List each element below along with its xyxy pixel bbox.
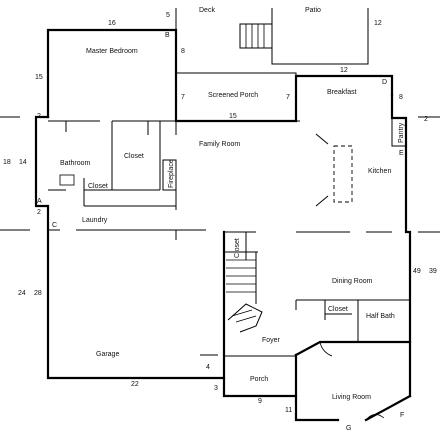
dim-right-inner: 49 [413,268,421,275]
point-a: A [37,198,42,205]
room-porch: Porch [250,376,268,383]
dim-garage-inner: 28 [34,290,42,297]
dim-garage-corner: 3 [214,385,218,392]
room-family-room: Family Room [199,141,240,148]
dim-screened-right: 7 [286,94,290,101]
dimension-ticks [0,116,440,421]
room-labels: Deck Patio Master Bedroom Screened Porch… [60,7,405,401]
dim-master-right: 8 [181,48,185,55]
point-e: E [399,150,404,157]
dim-deck-side: 5 [166,12,170,19]
room-closet-stair: Closet [234,238,241,258]
interior-walls [48,117,410,357]
room-patio: Patio [305,7,321,14]
dim-patio-right: 12 [374,20,382,27]
room-kitchen: Kitchen [368,168,391,175]
main-stairs [224,251,263,333]
dim-garage-bottom: 22 [131,381,139,388]
dimension-labels: 16 5 8 15 12 12 7 7 15 8 2 2 18 14 2 24 … [3,12,437,414]
room-half-bath: Half Bath [366,313,395,320]
point-c: C [52,222,57,229]
dim-patio-bottom: 12 [340,67,348,74]
room-screened-porch: Screened Porch [208,92,258,99]
dim-step-left: 2 [37,113,41,120]
room-breakfast: Breakfast [327,89,357,96]
dim-screened-bottom: 15 [229,113,237,120]
point-f: F [400,412,404,419]
dim-house-left-outer: 18 [3,159,11,166]
room-pantry: Pantry [398,122,405,143]
room-master-bedroom: Master Bedroom [86,48,138,55]
dim-master-top: 16 [108,20,116,27]
room-bathroom: Bathroom [60,160,91,167]
room-living-room: Living Room [332,394,371,401]
room-dining-room: Dining Room [332,278,373,285]
dim-right-outer: 39 [429,268,437,275]
room-deck: Deck [199,7,215,14]
point-b: B [165,32,170,39]
dim-master-left: 15 [35,74,43,81]
deck-stairs [239,23,273,49]
dim-porch-bottom: 9 [258,398,262,405]
dim-screened-left: 7 [181,94,185,101]
room-fireplace: Fireplace [168,159,175,188]
room-garage: Garage [96,351,119,358]
reference-points: A B C D E F G [37,32,404,432]
room-closet-hall: Closet [328,306,348,313]
point-g: G [346,425,351,432]
point-d: D [382,79,387,86]
room-foyer: Foyer [262,337,281,344]
dim-living-left: 11 [285,407,292,414]
room-laundry: Laundry [82,217,108,224]
doors [319,341,385,421]
dim-house-left-inner: 14 [19,159,27,166]
room-closet-master: Closet [124,153,144,160]
dim-step-right: 2 [424,116,428,123]
dim-garage-outer: 24 [18,290,26,297]
room-closet-bath: Closet [88,183,108,190]
exterior-walls [34,8,412,422]
dim-breakfast-right: 8 [399,94,403,101]
dim-porch-step: 4 [206,364,210,371]
dim-step-lower: 2 [37,209,41,216]
